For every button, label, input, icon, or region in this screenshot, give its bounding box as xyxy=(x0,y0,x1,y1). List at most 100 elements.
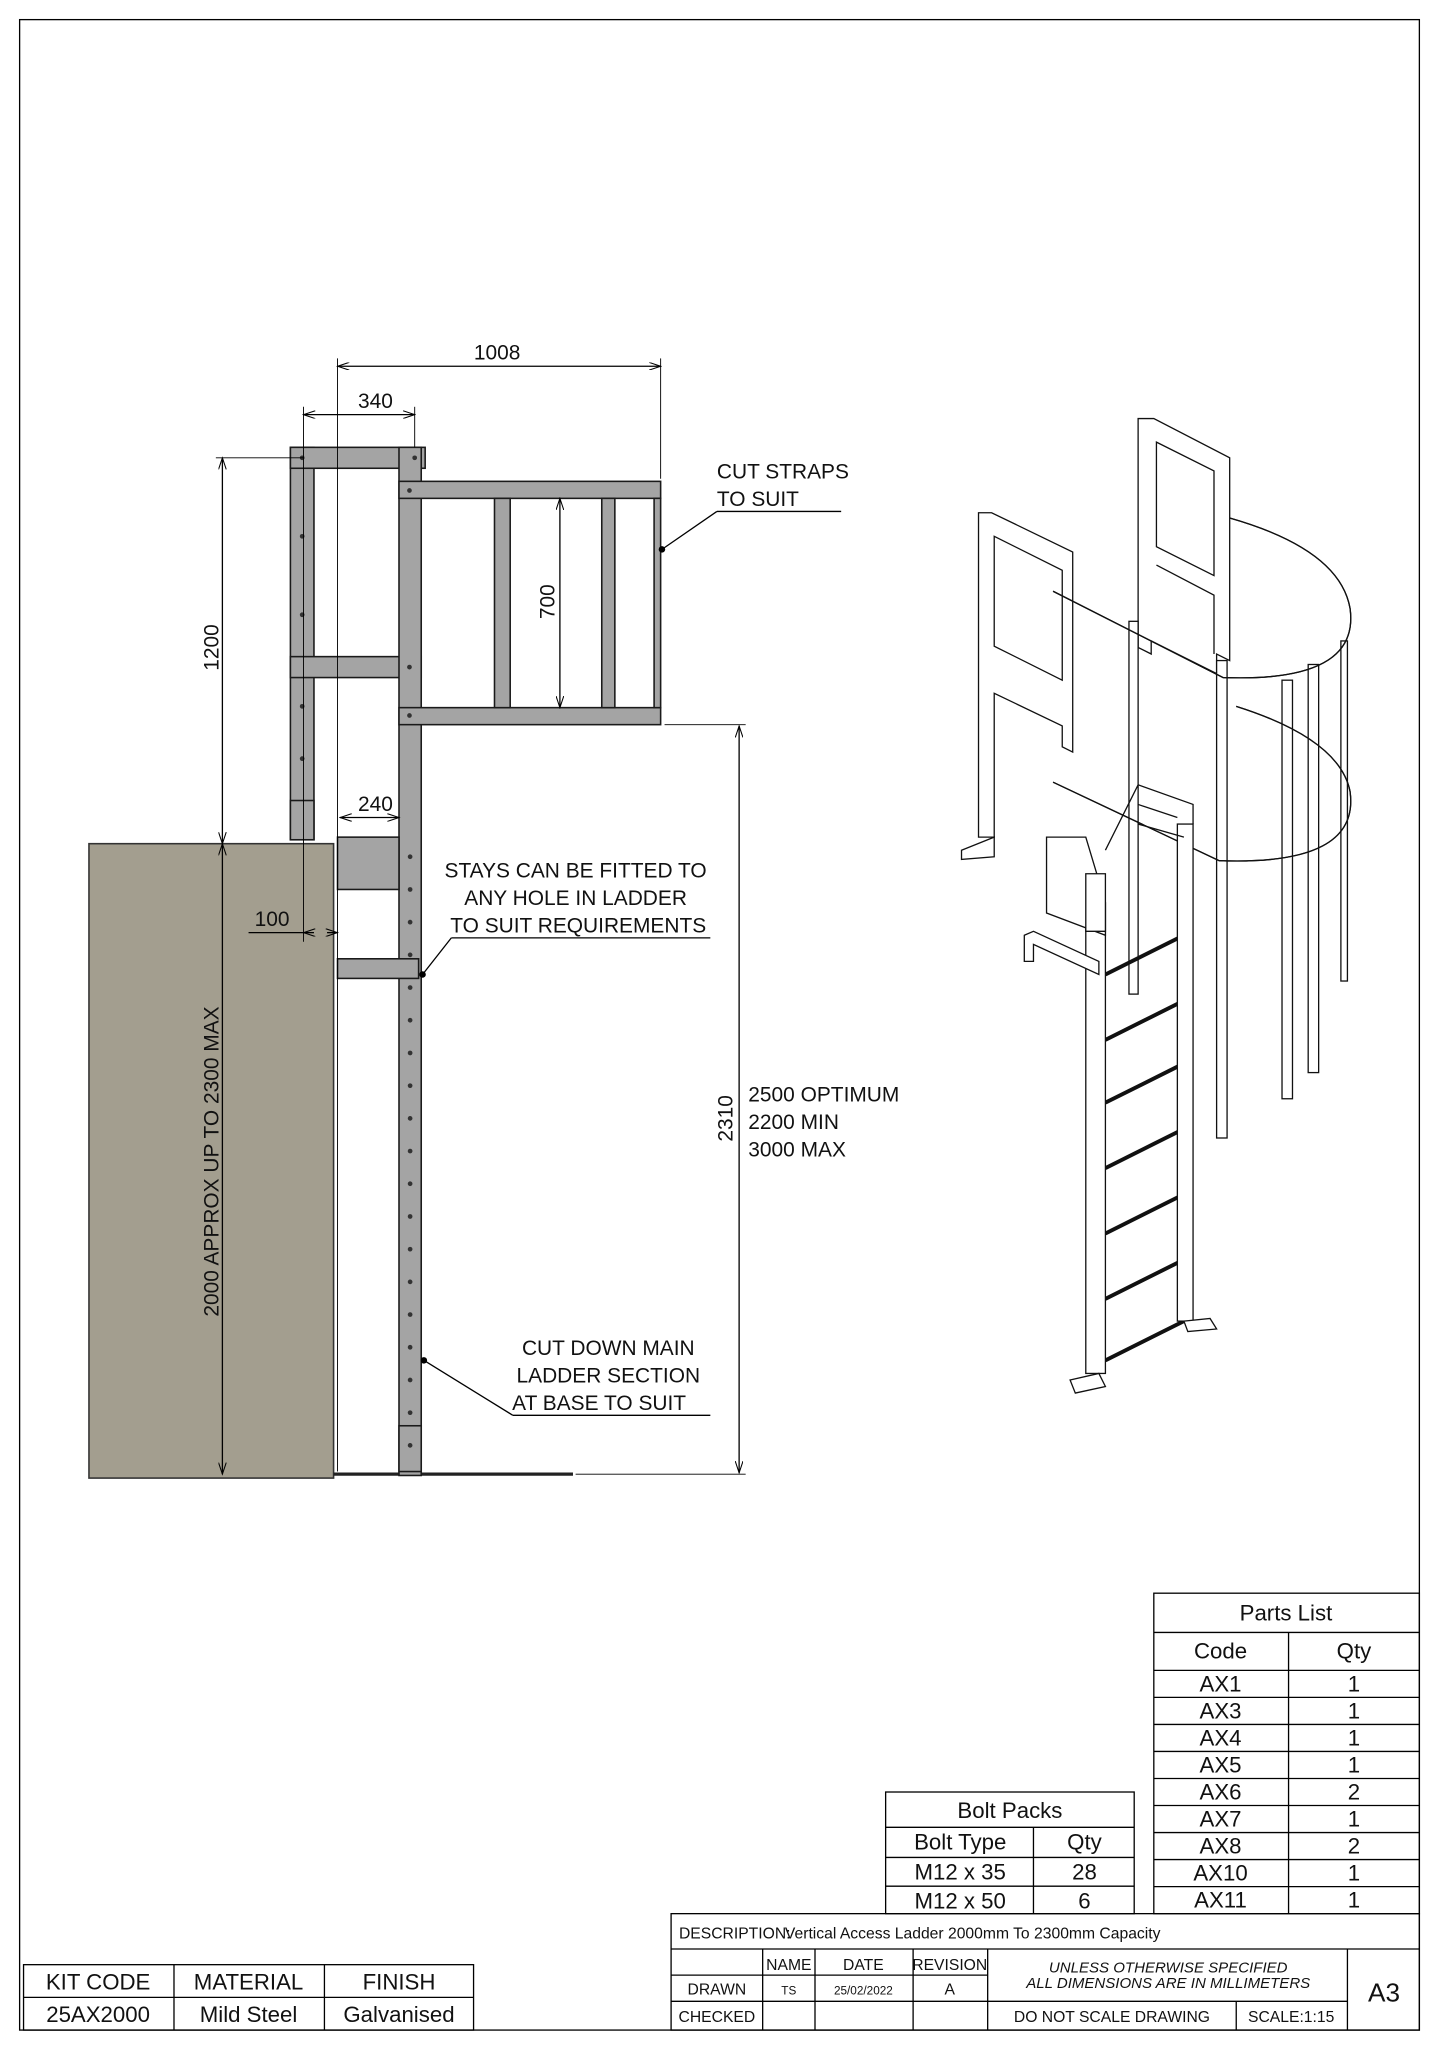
ladder-rung xyxy=(1104,933,1185,977)
dim-700: 700 xyxy=(537,584,560,619)
parts-list-code: AX8 xyxy=(1200,1833,1242,1858)
bolt-hole xyxy=(407,1443,413,1448)
parts-list-code: AX5 xyxy=(1200,1752,1242,1777)
frame-left-post xyxy=(289,446,315,841)
bolt-type: M12 x 35 xyxy=(914,1860,1005,1885)
svg-text:CUT DOWN MAIN: CUT DOWN MAIN xyxy=(522,1337,695,1360)
ladder-rung xyxy=(1104,1257,1185,1301)
description-value: Vertical Access Ladder 2000mm To 2300mm … xyxy=(785,1926,1161,1943)
bolt-type: M12 x 50 xyxy=(914,1888,1005,1913)
bolt-hole xyxy=(407,1377,413,1383)
bolt-hole xyxy=(407,1410,413,1416)
dim-2000-wall: 2000 APPROX UP TO 2300 MAX xyxy=(200,1006,223,1316)
bolt-hole xyxy=(407,985,413,990)
parts-list-code: AX1 xyxy=(1200,1671,1242,1696)
note-stays: STAYS CAN BE FITTED TO ANY HOLE IN LADDE… xyxy=(419,860,711,978)
revision-value: A xyxy=(945,1982,956,1999)
bolt-hole xyxy=(412,455,418,461)
stay-bracket-upper xyxy=(336,836,400,891)
dim-100: 100 xyxy=(255,908,290,931)
parts-list-code: AX11 xyxy=(1194,1888,1247,1913)
wall xyxy=(88,842,335,1479)
svg-text:ANY HOLE IN LADDER: ANY HOLE IN LADDER xyxy=(464,887,687,910)
note-cut-straps: CUT STRAPS TO SUIT xyxy=(658,461,849,553)
bolt-hole xyxy=(407,1083,413,1089)
ladder-rung xyxy=(1104,1319,1185,1363)
dim-340: 340 xyxy=(358,390,393,413)
note-cut-down: CUT DOWN MAIN LADDER SECTION AT BASE TO … xyxy=(420,1337,711,1416)
units-note-1: UNLESS OTHERWISE SPECIFIED xyxy=(1049,1960,1288,1977)
bolt-qty: 28 xyxy=(1072,1860,1097,1885)
side-elevation-view: 1008 340 1200 2000 APPROX UP TO 2300 MAX… xyxy=(88,342,899,1479)
parts-list-qty: 1 xyxy=(1348,1861,1360,1886)
bolt-hole xyxy=(407,1279,413,1285)
svg-text:AT BASE TO SUIT: AT BASE TO SUIT xyxy=(512,1392,686,1415)
svg-text:LADDER SECTION: LADDER SECTION xyxy=(517,1365,701,1388)
slot-plate xyxy=(289,799,315,841)
svg-text:TO SUIT REQUIREMENTS: TO SUIT REQUIREMENTS xyxy=(450,915,706,938)
checked-label: CHECKED xyxy=(679,2009,756,2026)
cage-vertical xyxy=(493,497,511,709)
cage-top-rail xyxy=(398,480,662,500)
bolt-hole xyxy=(407,713,412,718)
svg-text:STAYS CAN BE FITTED TO: STAYS CAN BE FITTED TO xyxy=(445,860,707,883)
bolt-hole xyxy=(407,1181,413,1187)
drawn-name: TS xyxy=(781,1985,796,1998)
parts-list-qty: 1 xyxy=(1348,1806,1360,1831)
parts-list-code: AX3 xyxy=(1200,1698,1242,1723)
bolt-hole xyxy=(407,1116,413,1121)
dim-1200: 1200 xyxy=(200,624,223,671)
parts-list-qty: 2 xyxy=(1348,1779,1360,1804)
dim-2310: 2310 xyxy=(715,1095,738,1142)
bolt-hole xyxy=(407,1148,413,1154)
ladder-holes xyxy=(299,455,418,1448)
col-name: NAME xyxy=(766,1957,811,1974)
bolt-hole xyxy=(407,952,413,958)
bolt-hole xyxy=(407,1050,413,1056)
dim-1008: 1008 xyxy=(474,342,521,365)
bolt-packs-header-type: Bolt Type xyxy=(914,1830,1006,1855)
parts-list-title: Parts List xyxy=(1240,1601,1333,1626)
bolt-hole xyxy=(407,488,412,493)
parts-list-header-code: Code xyxy=(1194,1639,1247,1664)
ladder-rung xyxy=(1104,1127,1185,1170)
bolt-hole xyxy=(407,1344,413,1350)
svg-text:2500 OPTIMUM: 2500 OPTIMUM xyxy=(748,1083,899,1106)
stay-bracket-lower xyxy=(336,958,420,980)
no-scale-note: DO NOT SCALE DRAWING xyxy=(1014,2009,1210,2026)
cage-vertical xyxy=(600,497,616,709)
parts-list-qty: 1 xyxy=(1348,1725,1360,1750)
kit-code-header: KIT CODE xyxy=(46,1970,151,1995)
material-value: Mild Steel xyxy=(200,2002,298,2027)
bolt-packs-header-qty: Qty xyxy=(1067,1830,1102,1855)
bolt-packs-title: Bolt Packs xyxy=(957,1798,1062,1823)
bolt-hole xyxy=(407,1214,413,1219)
units-note-2: ALL DIMENSIONS ARE IN MILLIMETERS xyxy=(1025,1975,1310,1992)
cage-bottom-rail xyxy=(398,706,662,726)
kit-code-value: 25AX2000 xyxy=(46,2002,150,2027)
col-date: DATE xyxy=(843,1957,884,1974)
sheet-size: A3 xyxy=(1368,1977,1400,2007)
finish-value: Galvanised xyxy=(343,2002,454,2027)
ladder-rung xyxy=(1104,1192,1185,1236)
material-header: MATERIAL xyxy=(194,1970,303,1995)
isometric-view xyxy=(960,417,1352,1394)
bolt-hole xyxy=(407,887,413,892)
bolt-hole xyxy=(407,1017,413,1023)
parts-list-qty: 1 xyxy=(1348,1752,1360,1777)
parts-list-qty: 1 xyxy=(1348,1671,1360,1696)
kit-table: KIT CODE MATERIAL FINISH 25AX2000 Mild S… xyxy=(22,1964,475,2031)
bolt-qty: 6 xyxy=(1078,1888,1090,1913)
parts-list-code: AX10 xyxy=(1193,1861,1247,1886)
svg-text:3000 MAX: 3000 MAX xyxy=(748,1138,846,1161)
svg-text:TO SUIT: TO SUIT xyxy=(717,488,799,511)
title-block: DESCRIPTION: Vertical Access Ladder 2000… xyxy=(670,1913,1421,2031)
ladder-rung xyxy=(1104,1061,1185,1105)
bolt-hole xyxy=(407,854,413,860)
parts-list-code: AX6 xyxy=(1200,1779,1242,1804)
bolt-hole xyxy=(407,919,413,925)
svg-text:CUT STRAPS: CUT STRAPS xyxy=(717,461,849,484)
slot-plate xyxy=(398,1424,423,1473)
